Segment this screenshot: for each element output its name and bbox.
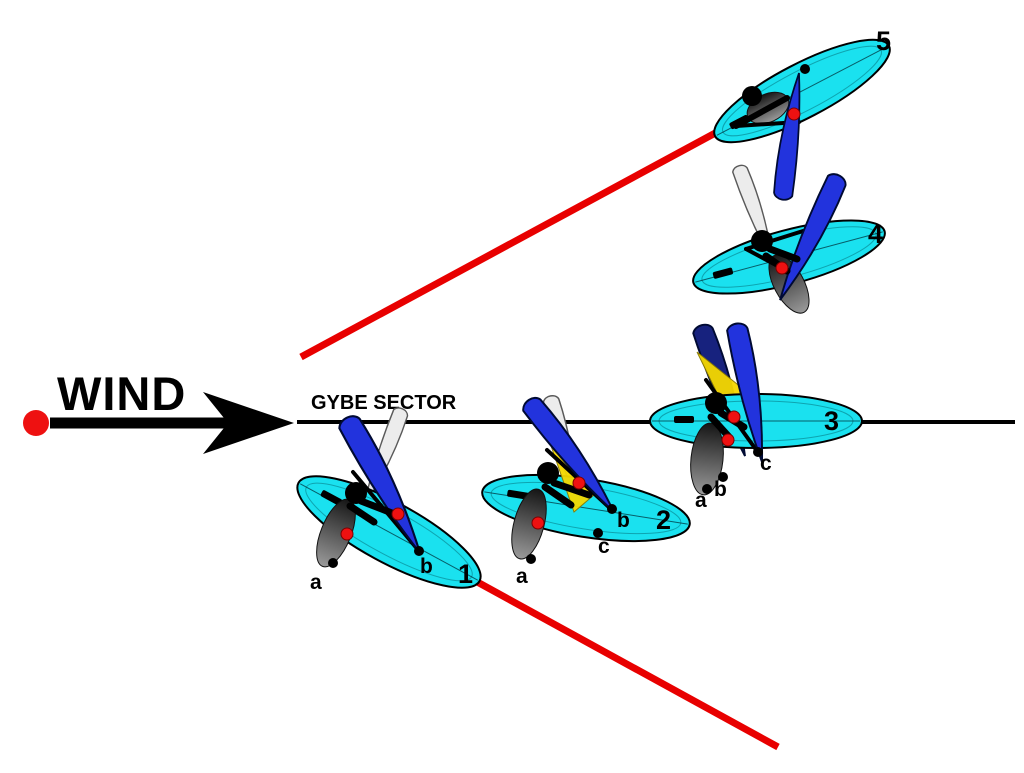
boom bbox=[744, 229, 805, 251]
surfer-head bbox=[742, 86, 762, 106]
boom bbox=[733, 95, 790, 129]
gybe-sector-label: GYBE SECTOR bbox=[311, 392, 457, 414]
board-stage-4: 4 bbox=[692, 162, 886, 314]
point-label-b: b bbox=[617, 509, 630, 532]
wind-arrow-head bbox=[203, 392, 294, 454]
stage-number: 4 bbox=[868, 219, 883, 249]
board-stage-5: 5 bbox=[713, 26, 891, 202]
surfer-arm bbox=[346, 502, 378, 526]
point-label-b: b bbox=[420, 555, 433, 578]
boom-dot bbox=[391, 507, 405, 521]
surfer-arm bbox=[550, 479, 593, 499]
point-dot-b bbox=[607, 504, 617, 514]
stage-number: 2 bbox=[656, 505, 671, 535]
sector-line-lower bbox=[468, 574, 780, 751]
mast-top-dot bbox=[800, 64, 810, 74]
point-dot-a bbox=[328, 558, 338, 568]
point-label-c: c bbox=[760, 452, 772, 475]
point-dot-c bbox=[593, 528, 603, 538]
stage-number: 1 bbox=[458, 559, 473, 589]
point-label-a: a bbox=[516, 565, 528, 588]
surfer-head bbox=[705, 392, 727, 414]
mast-foot-dot bbox=[787, 107, 801, 121]
surfer-head bbox=[537, 462, 559, 484]
wind-label: WIND bbox=[57, 367, 186, 420]
mast-foot-dot bbox=[775, 261, 789, 275]
boom-dot bbox=[572, 476, 586, 490]
mast-foot-dot bbox=[727, 410, 741, 424]
point-label-b: b bbox=[714, 478, 727, 501]
surfer-arm bbox=[357, 497, 401, 519]
board-vent bbox=[712, 267, 734, 279]
wind-origin-dot bbox=[23, 410, 49, 436]
point-dot-a bbox=[526, 554, 536, 564]
board-stage-3: a b c 3 bbox=[649, 320, 863, 512]
board-stage-2: a b c 2 bbox=[481, 392, 691, 588]
point-dot-a bbox=[702, 484, 712, 494]
board-hull-group bbox=[713, 38, 891, 144]
board-vent bbox=[320, 490, 342, 506]
board-vent bbox=[674, 416, 694, 423]
stage-number: 3 bbox=[824, 406, 839, 436]
point-label-c: c bbox=[598, 535, 610, 558]
mast-foot-dot bbox=[531, 516, 545, 530]
mast-foot-dot bbox=[340, 527, 354, 541]
point-dot-b bbox=[414, 546, 424, 556]
board-vent bbox=[507, 489, 530, 500]
boom-dot bbox=[721, 433, 735, 447]
point-dot-c bbox=[753, 447, 763, 457]
point-label-a: a bbox=[310, 571, 322, 594]
stage-number: 5 bbox=[876, 26, 891, 56]
surfer-body bbox=[511, 488, 547, 560]
board-stage-1: a b 1 bbox=[296, 405, 482, 594]
sector-line-upper bbox=[299, 127, 721, 361]
surfer-arm bbox=[766, 245, 801, 263]
surfer-arm bbox=[541, 483, 575, 509]
point-label-a: a bbox=[695, 489, 707, 512]
point-dot-b bbox=[718, 472, 728, 482]
